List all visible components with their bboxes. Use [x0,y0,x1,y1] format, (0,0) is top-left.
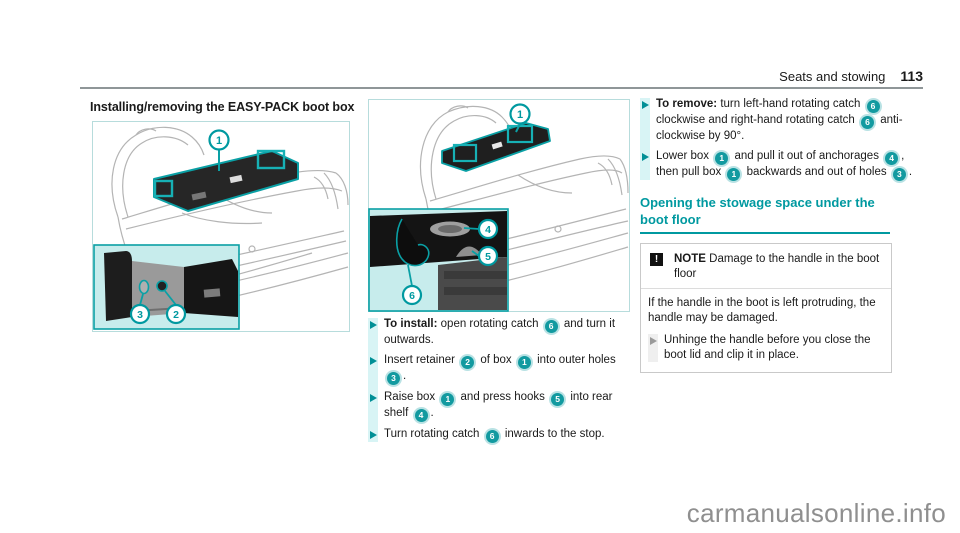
header-rule [80,87,923,89]
note-steps-list: Unhinge the handle before you close the … [648,333,883,363]
callout-1-label: 1 [216,135,222,147]
warning-exclamation-icon: ! [650,253,663,266]
callout-3-label: 3 [137,309,143,321]
step-text: To remove: turn left-hand rotating catch… [656,98,903,142]
callout-number-badge: 4 [414,409,428,422]
figure1-inset: 3 2 [93,244,240,330]
step-text: To install: open rotating catch 6 and tu… [384,318,616,346]
callout-number-badge: 3 [387,372,400,385]
step-triangle-icon [642,152,649,161]
section-heading-install: Installing/removing the EASY-PACK boot b… [90,100,355,114]
callout-1-label: 1 [517,109,523,121]
note-header: ! NOTE Damage to the handle in the boot … [641,244,891,288]
callout-number-badge: 6 [485,430,499,443]
figure2-illustration: 1 4 5 6 [368,99,630,312]
install-steps-list: To install: open rotating catch 6 and tu… [368,317,632,443]
boot-box-highlight [153,149,299,212]
callout-number-badge: 4 [885,152,899,165]
note-body: If the handle in the boot is left protru… [641,288,891,372]
callout-1: 1 [509,103,531,133]
instruction-step: To install: open rotating catch 6 and tu… [368,317,632,348]
figure2-inset: 4 5 6 [368,208,509,312]
figure-boot-box-hooks: 1 4 5 6 [368,99,630,312]
figure-boot-box-overview: 1 3 2 [92,121,350,332]
right-column: To remove: turn left-hand rotating catch… [640,97,925,373]
step-text: Unhinge the handle before you close the … [664,334,871,361]
callout-4-label: 4 [485,224,491,236]
callout-number-badge: 6 [861,116,874,129]
instruction-step: Insert retainer 2 of box 1 into outer ho… [368,353,632,385]
instruction-step: Unhinge the handle before you close the … [648,333,883,363]
note-label: NOTE [674,253,706,265]
step-triangle-icon [370,356,377,365]
boot-box-highlight [441,122,551,172]
callout-number-badge: 2 [461,356,475,369]
callout-number-badge: 6 [544,320,558,333]
note-title-text: Damage to the handle in the boot floor [674,253,880,280]
callout-number-badge: 3 [892,168,906,181]
callout-1: 1 [208,129,230,171]
figure1-illustration: 1 3 2 [92,121,350,332]
note-box: ! NOTE Damage to the handle in the boot … [640,243,892,373]
instruction-step: Raise box 1 and press hooks 5 into rear … [368,390,632,422]
note-title: NOTE Damage to the handle in the boot fl… [674,252,883,282]
callout-number-badge: 1 [727,168,741,181]
step-text: Lower box 1 and pull it out of anchorage… [656,150,913,181]
step-triangle-icon [650,336,657,345]
callout-2-label: 2 [173,309,179,321]
callout-6-label: 6 [409,290,415,302]
callout-number-badge: 1 [517,356,531,369]
step-text: Turn rotating catch 6 inwards to the sto… [384,428,605,443]
step-triangle-icon [370,320,377,329]
car-line-art [420,105,629,288]
callout-number-badge: 6 [866,100,880,113]
step-triangle-icon [642,100,649,109]
step-triangle-icon [370,430,377,439]
header-section-title: Seats and stowing [779,69,886,84]
callout-number-badge: 1 [441,393,455,406]
page-header: Seats and stowing 113 [779,68,923,84]
step-triangle-icon [370,393,377,402]
note-body-text: If the handle in the boot is left protru… [648,297,876,324]
callout-5-label: 5 [485,251,491,263]
remove-steps-list: To remove: turn left-hand rotating catch… [640,97,925,181]
step-text: Raise box 1 and press hooks 5 into rear … [384,391,613,422]
instruction-step: Lower box 1 and pull it out of anchorage… [640,149,925,181]
instruction-step: Turn rotating catch 6 inwards to the sto… [368,427,632,443]
instruction-step: To remove: turn left-hand rotating catch… [640,97,925,144]
section-heading-stowage-space: Opening the stowage space under the boot… [640,194,890,234]
callout-number-badge: 1 [715,152,729,165]
step-text: Insert retainer 2 of box 1 into outer ho… [384,354,616,385]
callout-number-badge: 5 [551,393,565,406]
watermark-text: carmanualsonline.info [686,498,946,528]
page-number: 113 [900,68,923,84]
